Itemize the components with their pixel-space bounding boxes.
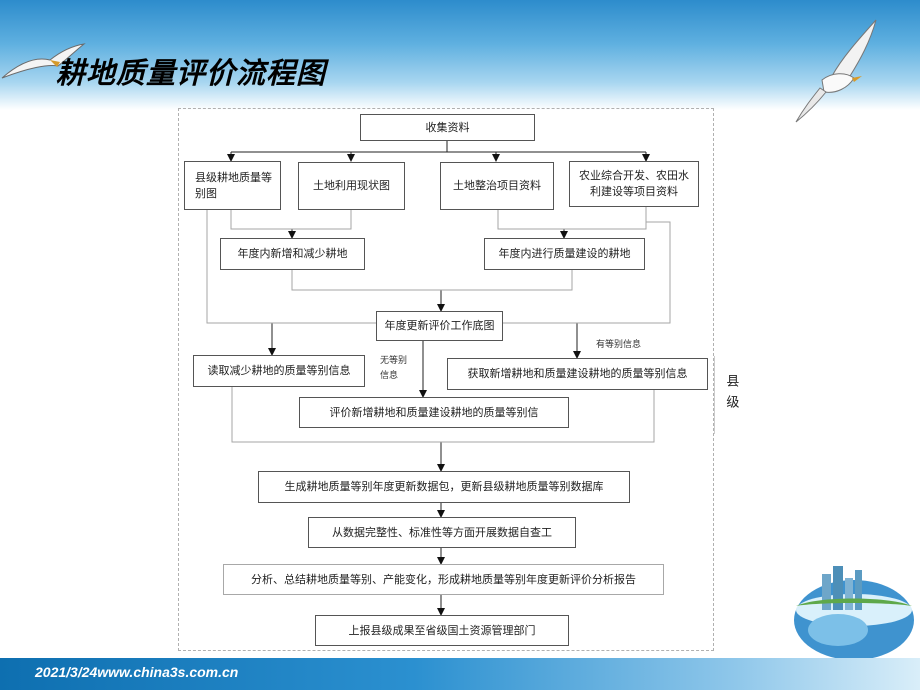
county-quality-map-box: 县级耕地质量等别图 (184, 161, 281, 210)
self-check-box: 从数据完整性、标准性等方面开展数据自查工 (308, 517, 576, 548)
added-reduced-farmland-box: 年度内新增和减少耕地 (220, 238, 365, 270)
agri-project-data-box: 农业综合开发、农田水利建设等项目资料 (569, 161, 699, 207)
submit-results-box: 上报县级成果至省级国土资源管理部门 (315, 615, 569, 646)
quality-construction-farmland-box: 年度内进行质量建设的耕地 (484, 238, 645, 270)
footer-bar (0, 658, 920, 690)
analysis-report-box: 分析、总结耕地质量等别、产能变化，形成耕地质量等别年度更新评价分析报告 (223, 564, 664, 595)
globe-city-icon (794, 566, 914, 660)
base-map-box: 年度更新评价工作底图 (376, 311, 503, 341)
collect-data-box: 收集资料 (360, 114, 535, 141)
page-title: 耕地质量评价流程图 (56, 56, 327, 90)
has-grade-info-note: 有等别信息 (596, 340, 642, 350)
footer-date-url: 2021/3/24www.china3s.com.cn (35, 664, 239, 680)
evaluate-grade-box: 评价新增耕地和质量建设耕地的质量等别信 (299, 397, 569, 428)
generate-database-box: 生成耕地质量等别年度更新数据包，更新县级耕地质量等别数据库 (258, 471, 630, 503)
land-use-map-box: 土地利用现状图 (298, 162, 405, 210)
land-remediation-data-box: 土地整治项目资料 (440, 162, 554, 210)
county-level-label: 县级 (714, 356, 745, 434)
get-added-info-box: 获取新增耕地和质量建设耕地的质量等别信息 (447, 358, 708, 390)
county-level-text: 县级 (723, 374, 739, 416)
no-grade-info-note: 无等别信息 (380, 356, 408, 382)
seagull-left-icon (1, 43, 86, 79)
diagram-frame (178, 108, 714, 651)
read-reduced-info-box: 读取减少耕地的质量等别信息 (193, 355, 365, 387)
header-banner (0, 0, 920, 110)
seagull-right-icon (795, 19, 877, 123)
